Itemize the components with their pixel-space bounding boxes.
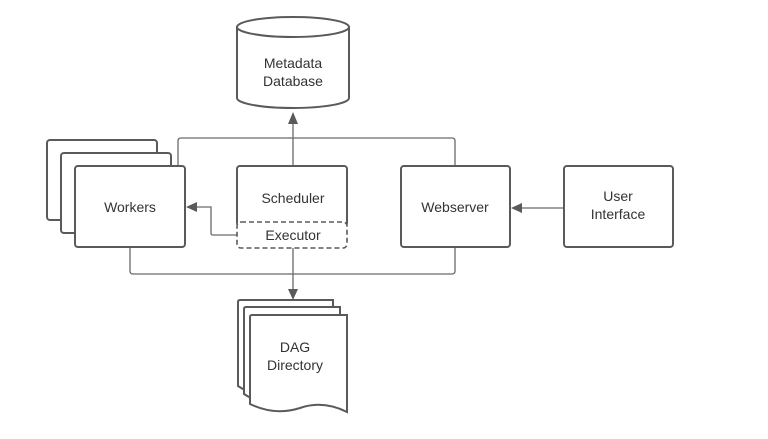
webserver-node: Webserver — [400, 165, 511, 248]
scheduler-label: Scheduler — [261, 190, 324, 206]
top-connector-line — [177, 137, 456, 170]
workers-node: Workers — [46, 139, 186, 248]
metadata-database-node: Metadata Database — [236, 16, 350, 109]
metadata-database-label-line2: Database — [263, 73, 323, 89]
user-interface-node: User Interface — [563, 165, 674, 248]
user-interface-label-line1: User — [603, 188, 633, 204]
dag-directory-label-line2: Directory — [267, 357, 323, 373]
executor-label: Executor — [265, 227, 321, 243]
webserver-label: Webserver — [421, 199, 489, 215]
metadata-database-label-line1: Metadata — [264, 55, 323, 71]
user-interface-label-line2: Interface — [591, 206, 646, 222]
workers-arrow-head — [186, 202, 197, 212]
webserver-arrow-head — [511, 203, 522, 213]
dag-directory-node: DAG Directory — [237, 299, 348, 414]
executor-node: Executor — [236, 221, 348, 249]
scheduler-node: Scheduler — [236, 165, 348, 227]
db-arrow-head — [288, 112, 298, 124]
workers-label: Workers — [104, 199, 156, 215]
dag-arrow-head — [288, 289, 298, 300]
executor-to-workers-line — [196, 206, 237, 236]
dag-directory-label-line1: DAG — [280, 339, 310, 355]
